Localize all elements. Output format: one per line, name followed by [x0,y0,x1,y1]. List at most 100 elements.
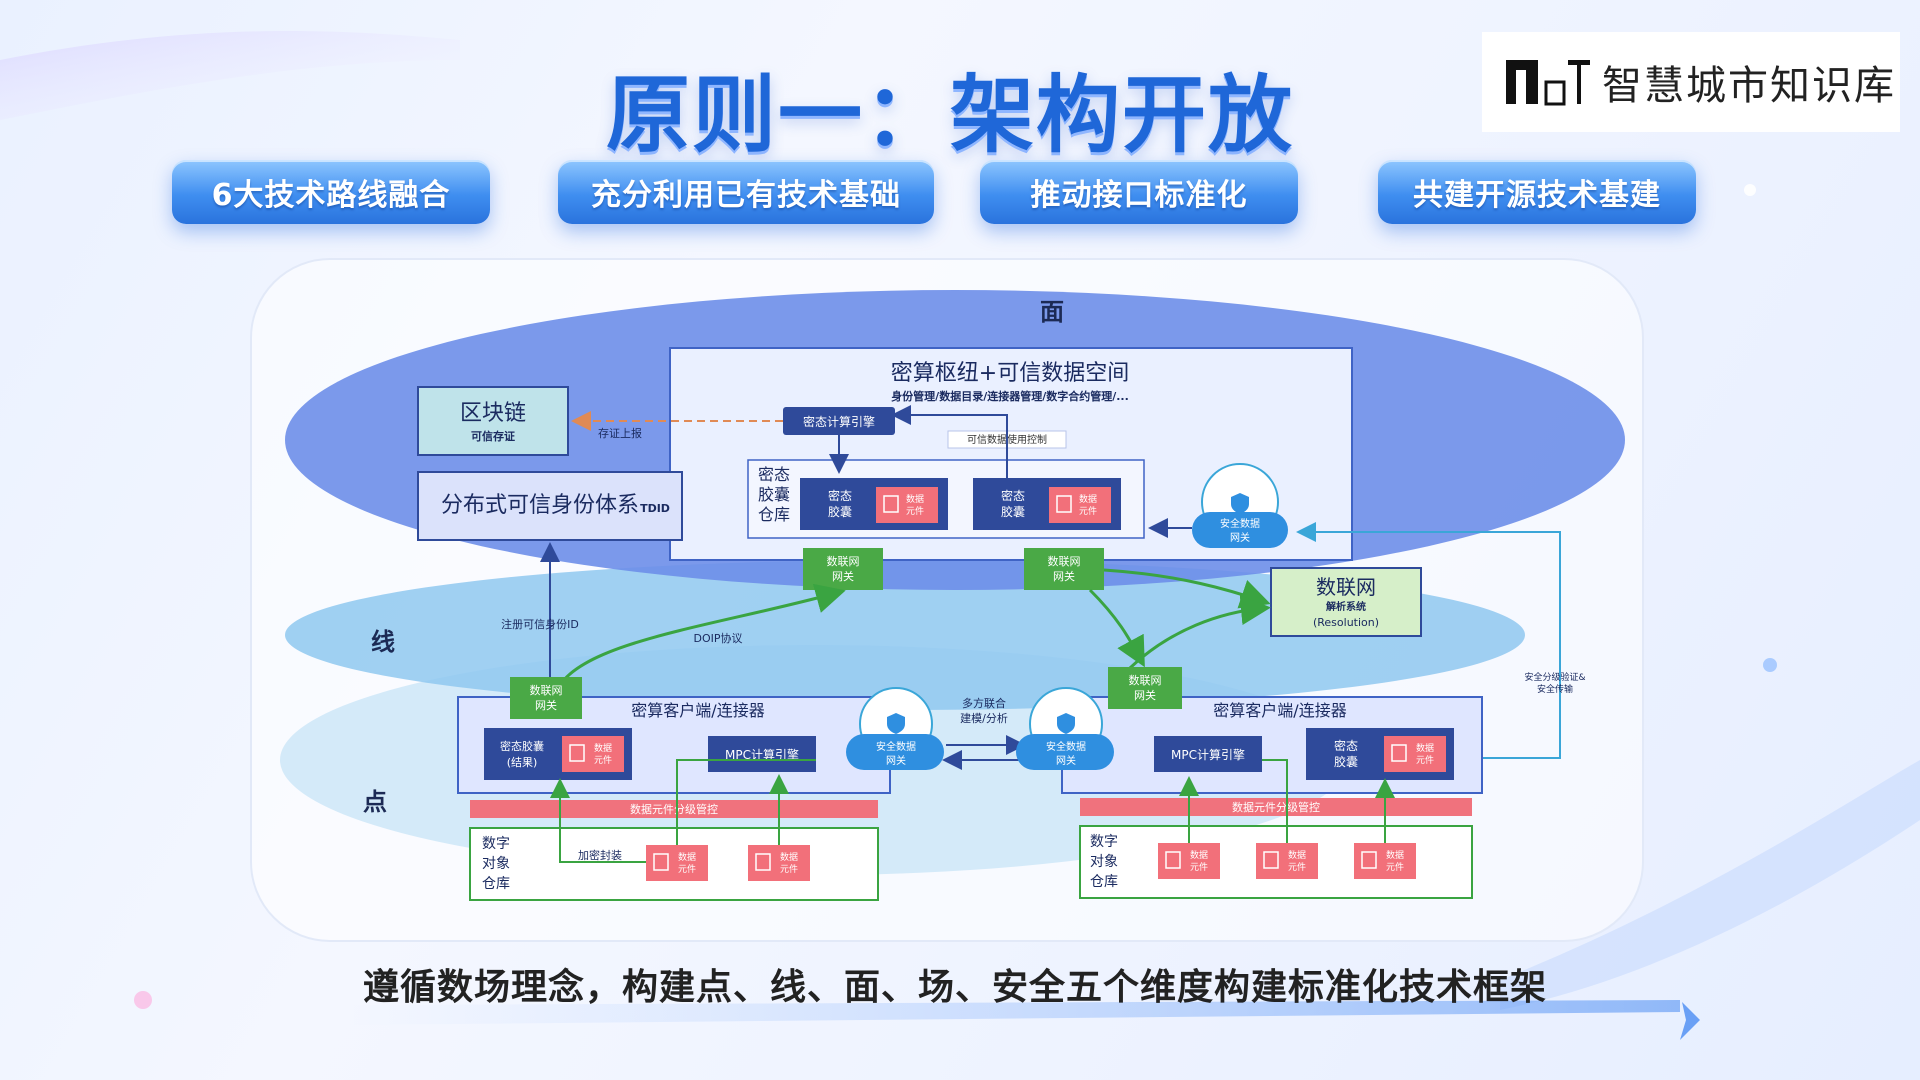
right-repo-element-2 [1256,843,1318,879]
left-client-title: 密算客户端/连接器 [631,701,764,720]
left-repo-element-2-a: 数据 [780,851,798,863]
right-mpc-label: MPC计算引擎 [1171,747,1245,762]
left-control-bar [470,800,878,818]
top-gateway-right-label-a: 数联网 [1048,555,1081,568]
right-repo-element-2-b: 元件 [1288,861,1306,873]
tdid-suffix: TDID [640,502,670,515]
top-shield-icon [1231,493,1249,514]
element-box-1 [876,487,938,523]
tdid-box [417,471,683,541]
right-repo-label-1: 数字 [1090,834,1118,850]
right-client-title: 密算客户端/连接器 [1213,701,1346,720]
pill-tech-routes: 6大技术路线融合 [172,160,490,224]
left-gateway [510,677,582,719]
top-security-gateway-label-b: 网关 [1230,531,1250,544]
left-shield-icon [887,713,905,734]
left-element-icon [569,744,585,762]
left-control-bar-label: 数据元件分级管控 [630,802,718,816]
right-repo-element-2-a: 数据 [1288,849,1306,861]
right-element-label-b: 元件 [1416,754,1434,766]
warehouse-label-2: 胶囊 [758,485,790,504]
element-1-label-a: 数据 [906,493,924,505]
dense-engine-box [783,407,895,435]
left-repo-element-2 [748,845,810,881]
left-security-gateway [846,734,944,770]
right-element-box [1384,736,1446,772]
element-2-icon [1056,495,1072,513]
right-control-bar-label: 数据元件分级管控 [1232,800,1320,814]
pill-open-source: 共建开源技术基建 [1378,160,1696,224]
encrypt-label: 加密封装 [578,848,622,862]
blockchain-title: 区块链 [460,401,526,426]
left-mpc-label: MPC计算引擎 [725,747,799,762]
right-security-label-a: 安全数据 [1046,740,1086,753]
evidence-report-label: 存证上报 [598,426,642,440]
left-repo-label-1: 数字 [482,836,510,852]
right-capsule-label-a: 密态 [1334,738,1358,753]
right-element-label-a: 数据 [1416,742,1434,754]
right-security-gateway [1016,734,1114,770]
top-security-gateway-label-a: 安全数据 [1220,517,1260,530]
right-repo-element-3-a: 数据 [1386,849,1404,861]
element-1-label-b: 元件 [906,505,924,517]
logo: 智慧城市知识库 [1482,32,1900,132]
left-result-capsule-label-b: (结果) [507,756,538,769]
left-gateway-label-b: 网关 [535,698,557,712]
multi-party-label-b: 建模/分析 [960,711,1008,725]
register-id-label: 注册可信身份ID [501,617,579,631]
blockchain-subtitle: 可信存证 [471,429,515,443]
left-repo-element-1-a: 数据 [678,851,696,863]
top-gateway-left-label-a: 数联网 [827,555,860,568]
blockchain-box [417,386,569,456]
right-repo-element-1-b: 元件 [1190,861,1208,873]
pill-existing-base: 充分利用已有技术基础 [558,160,934,224]
top-gateway-left [803,548,883,590]
right-gateway [1108,667,1182,709]
capsule-1-label-a: 密态 [828,488,852,503]
resolution-title: 数联网 [1316,575,1376,599]
element-1-icon [883,495,899,513]
doip-label: DOIP协议 [693,631,742,645]
right-shield-icon [1057,713,1075,734]
top-hub-subtitle: 身份管理/数据目录/连接器管理/数字合约管理/... [891,389,1129,403]
security-verify-label-b: 安全传输 [1537,683,1573,695]
line-label: 线 [371,628,395,656]
resolution-line1: 解析系统 [1326,600,1366,613]
right-repo-element-1-a: 数据 [1190,849,1208,861]
capsule-2-label-a: 密态 [1001,488,1025,503]
right-mpc-engine [1154,736,1262,772]
right-repo-label-2: 对象 [1090,854,1118,870]
surface-label: 面 [1040,298,1064,326]
page-title: 原则一：架构开放 [605,66,1294,164]
line-layer-ellipse [285,560,1525,710]
right-security-label-b: 网关 [1056,754,1076,767]
left-repo-element-1 [646,845,708,881]
right-repo-label-3: 仓库 [1090,874,1118,890]
top-gateway-right [1024,548,1104,590]
top-security-gateway [1192,512,1288,548]
warehouse-label-3: 仓库 [758,505,790,524]
pill-interface-standard: 推动接口标准化 [980,160,1298,224]
left-repo-label-2: 对象 [482,856,510,872]
tdid-title: 分布式可信身份体系 [441,493,639,518]
resolution-line2: (Resolution) [1313,616,1379,629]
element-box-2 [1049,487,1111,523]
right-gateway-label-b: 网关 [1134,688,1156,702]
right-repo-element-1 [1158,843,1220,879]
right-capsule-label-b: 胶囊 [1334,754,1358,769]
logo-text: 智慧城市知识库 [1602,63,1896,109]
right-gateway-label-a: 数联网 [1129,674,1162,687]
right-repo-element-3-b: 元件 [1386,861,1404,873]
left-security-label-a: 安全数据 [876,740,916,753]
multi-party-label-a: 多方联合 [962,696,1006,710]
right-repo-element-3 [1354,843,1416,879]
left-element-label-a: 数据 [594,742,612,754]
logo-mark-icon [1506,60,1590,106]
security-verify-label-a: 安全分级验证& [1524,671,1585,683]
left-gateway-label-a: 数联网 [530,684,563,697]
left-mpc-engine [708,736,816,772]
left-security-label-b: 网关 [886,754,906,767]
point-label: 点 [363,788,387,816]
left-element-box [562,736,624,772]
